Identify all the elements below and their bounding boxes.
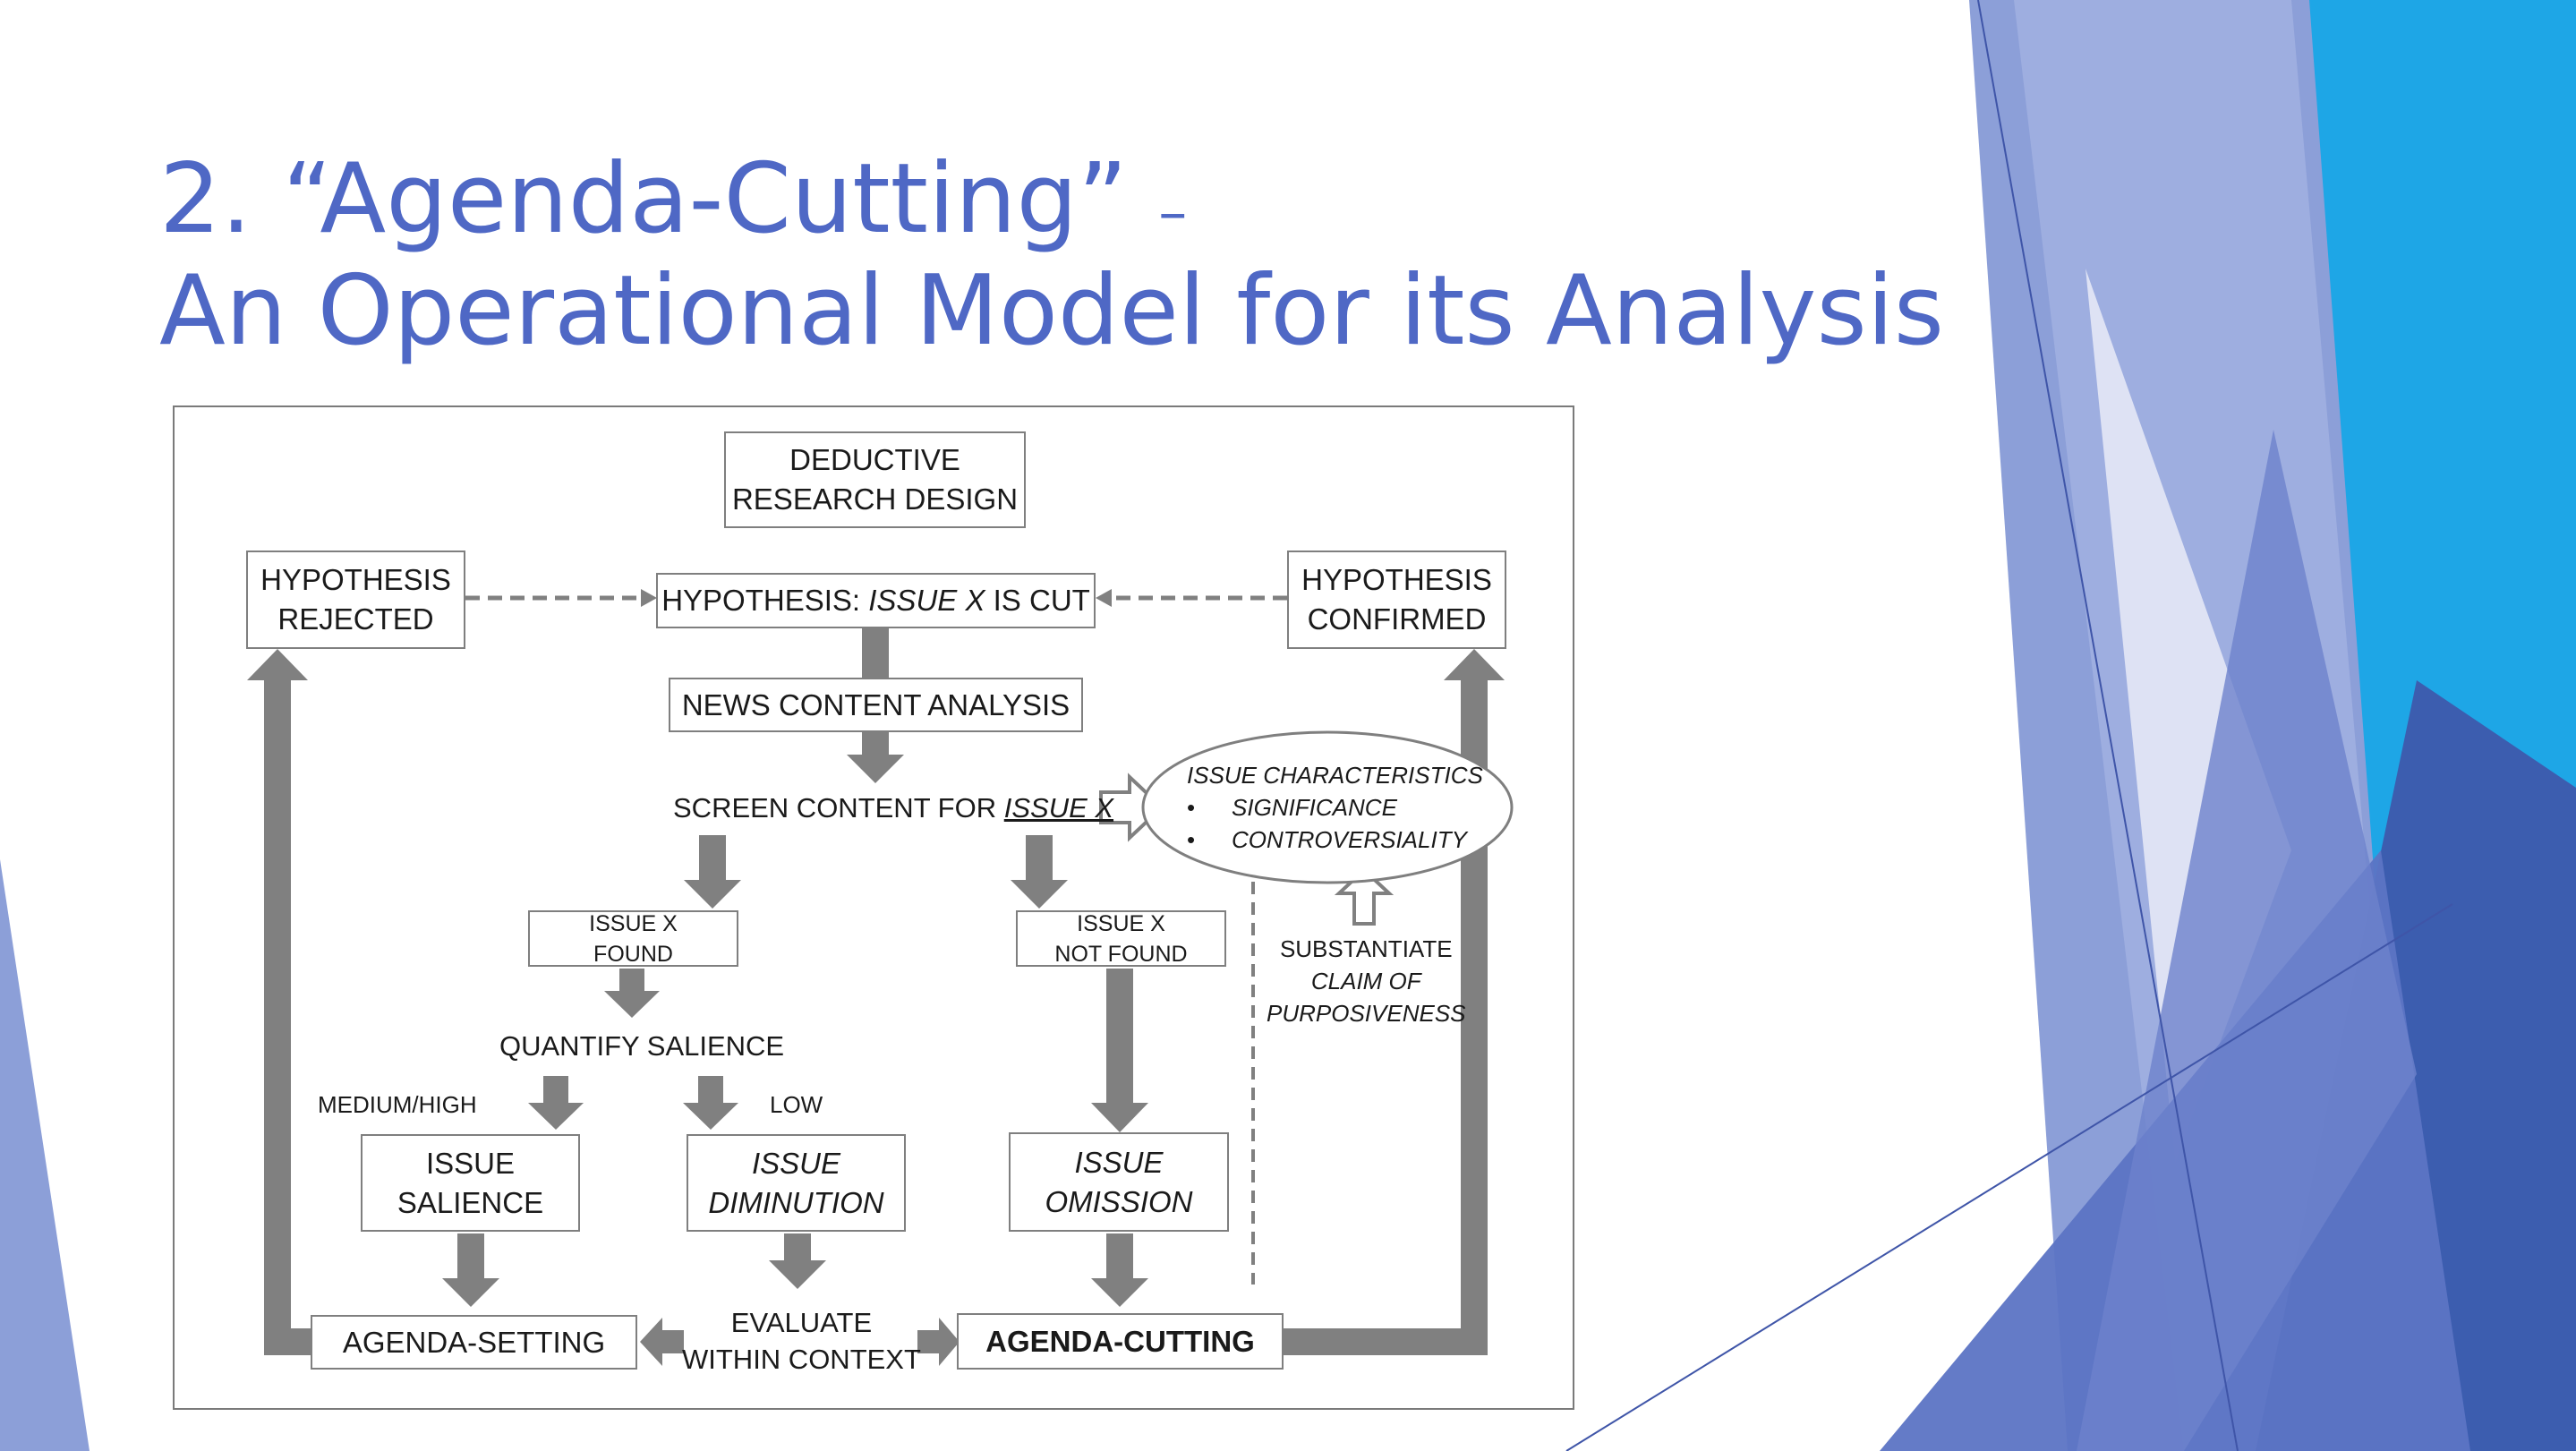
agenda-setting-box: AGENDA-SETTING bbox=[311, 1315, 637, 1370]
box-line: ISSUE X bbox=[1077, 910, 1165, 936]
box-line: DIMINUTION bbox=[708, 1185, 884, 1219]
evaluate-line: WITHIN CONTEXT bbox=[682, 1344, 921, 1375]
box-line: CONFIRMED bbox=[1307, 602, 1487, 636]
evaluate-line: EVALUATE bbox=[730, 1307, 873, 1338]
deco-shape-mid2 bbox=[2077, 430, 2417, 1451]
issue-omission-box: ISSUE OMISSION bbox=[1009, 1132, 1229, 1232]
hypothesis-suffix: IS CUT bbox=[985, 584, 1090, 617]
hypothesis-issue: ISSUE X bbox=[868, 584, 985, 617]
issue-characteristics-item: • SIGNIFICANCE bbox=[1187, 791, 1483, 824]
box-line: NOT FOUND bbox=[1054, 941, 1188, 967]
hypothesis-prefix: HYPOTHESIS: bbox=[661, 584, 869, 617]
item-text: CONTROVERSIALITY bbox=[1232, 826, 1467, 853]
item-text: SIGNIFICANCE bbox=[1232, 794, 1397, 821]
substantiate-line: CLAIM OF bbox=[1310, 968, 1421, 994]
box-line: NEWS CONTENT ANALYSIS bbox=[681, 687, 1070, 721]
deco-line-1 bbox=[1977, 0, 2239, 1451]
issue-characteristics-text: ISSUE CHARACTERISTICS • SIGNIFICANCE • CON… bbox=[1187, 759, 1483, 856]
box-line: ISSUE bbox=[1074, 1145, 1164, 1179]
box-line: AGENDA-CUTTING bbox=[985, 1324, 1255, 1358]
box-line: OMISSION bbox=[1045, 1184, 1193, 1218]
issue-salience-box: ISSUE SALIENCE bbox=[361, 1134, 580, 1232]
hypothesis-confirmed-box: HYPOTHESIS CONFIRMED bbox=[1287, 551, 1506, 649]
substantiate-line: SUBSTANTIATE bbox=[1279, 935, 1453, 962]
box-line: DEDUCTIVE bbox=[789, 443, 960, 476]
box-line: ISSUE bbox=[751, 1146, 841, 1180]
box-line: FOUND bbox=[593, 941, 673, 967]
evaluate-label: EVALUATE WITHIN CONTEXT bbox=[682, 1304, 921, 1378]
slide-title-line1: 2. “Agenda-Cutting” – bbox=[159, 143, 1187, 255]
screen-prefix: SCREEN CONTENT FOR bbox=[673, 792, 1004, 824]
screen-content-label: SCREEN CONTENT FOR ISSUE X bbox=[673, 790, 1113, 827]
bullet: • bbox=[1187, 826, 1196, 853]
news-content-analysis-box: NEWS CONTENT ANALYSIS bbox=[669, 678, 1083, 732]
substantiate-label: SUBSTANTIATE CLAIM OF PURPOSIVENESS bbox=[1267, 933, 1466, 1029]
box-line: HYPOTHESIS bbox=[260, 563, 451, 596]
quantify-salience-label: QUANTIFY SALIENCE bbox=[499, 1030, 785, 1062]
slide-title-line2: An Operational Model for its Analysis bbox=[159, 255, 1944, 367]
screen-issue: ISSUE X bbox=[1003, 792, 1114, 824]
issue-found-box: ISSUE X FOUND bbox=[528, 910, 738, 967]
issue-characteristics-item: • CONTROVERSIALITY bbox=[1187, 824, 1483, 856]
deco-line-2 bbox=[1565, 903, 2453, 1451]
hypothesis-main-box: HYPOTHESIS: ISSUE X IS CUT bbox=[656, 573, 1096, 628]
medium-high-label: MEDIUM/HIGH bbox=[318, 1091, 477, 1118]
agenda-cutting-box: AGENDA-CUTTING bbox=[957, 1313, 1284, 1370]
issue-characteristics-title: ISSUE CHARACTERISTICS bbox=[1187, 762, 1483, 789]
box-line: ISSUE bbox=[425, 1146, 516, 1180]
bullet: • bbox=[1187, 794, 1196, 821]
box-line: REJECTED bbox=[277, 602, 434, 636]
box-line: HYPOTHESIS bbox=[1301, 563, 1492, 596]
issue-not-found-box: ISSUE X NOT FOUND bbox=[1016, 910, 1226, 967]
deco-shape-left bbox=[0, 859, 90, 1451]
title-text: 2. “Agenda-Cutting” bbox=[159, 143, 1128, 255]
title-separator: – bbox=[1158, 180, 1188, 246]
substantiate-line: PURPOSIVENESS bbox=[1267, 1000, 1466, 1027]
box-line: RESEARCH DESIGN bbox=[731, 482, 1019, 516]
box-line: ISSUE X bbox=[589, 910, 678, 936]
issue-characteristics-ellipse bbox=[1141, 730, 1514, 884]
issue-diminution-box: ISSUE DIMINUTION bbox=[687, 1134, 906, 1232]
box-line: SALIENCE bbox=[397, 1185, 544, 1219]
deductive-research-design-box: DEDUCTIVE RESEARCH DESIGN bbox=[724, 431, 1026, 528]
hypothesis-rejected-box: HYPOTHESIS REJECTED bbox=[246, 551, 465, 649]
box-line: AGENDA-SETTING bbox=[342, 1325, 606, 1359]
low-label: LOW bbox=[770, 1091, 823, 1118]
